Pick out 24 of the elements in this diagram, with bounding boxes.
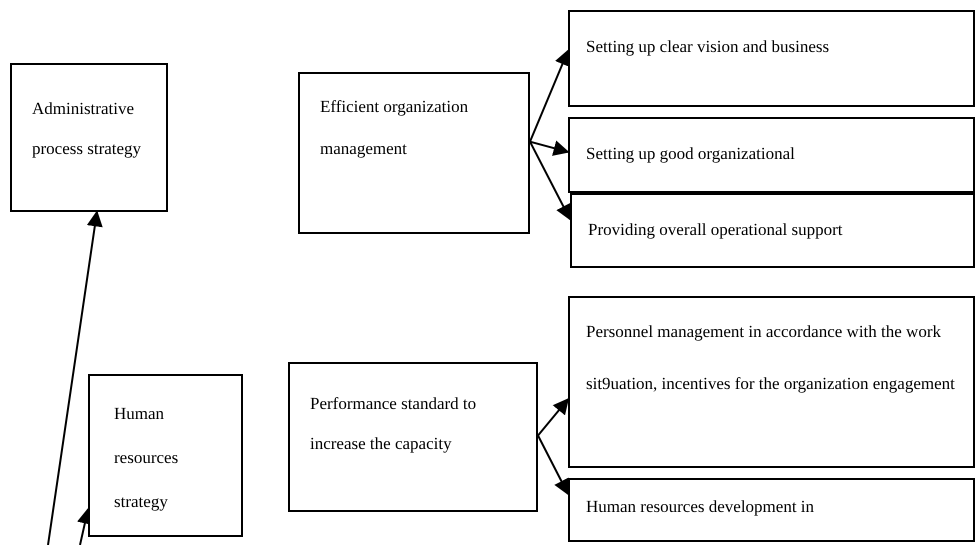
process-box — [288, 362, 538, 512]
process-box — [570, 193, 975, 268]
box-text: Human resources development in — [586, 496, 816, 518]
arrow — [529, 141, 571, 221]
box-text: Administrative process strategy — [32, 98, 142, 160]
arrow — [537, 435, 569, 496]
box-text: Providing overall operational support — [588, 219, 844, 241]
box-text: Setting up clear vision and business — [586, 36, 830, 58]
arrow — [537, 398, 570, 436]
process-box — [568, 117, 975, 193]
process-box — [10, 63, 168, 212]
process-box — [568, 478, 975, 542]
box-text: Setting up good organizational — [586, 143, 796, 165]
arrow — [529, 49, 570, 142]
arrow — [47, 210, 103, 545]
arrow — [530, 140, 570, 156]
process-box — [568, 296, 975, 468]
box-text: Personnel management in accordance with the work sit9uation, incentives for the organization engagement — [586, 321, 956, 395]
process-box — [88, 374, 243, 537]
process-box — [298, 72, 530, 234]
box-text: Performance standard to increase the capacity — [310, 393, 478, 455]
box-text: Efficient organization management — [320, 96, 470, 160]
process-box — [568, 10, 975, 107]
box-text: Human resources strategy — [114, 403, 180, 513]
